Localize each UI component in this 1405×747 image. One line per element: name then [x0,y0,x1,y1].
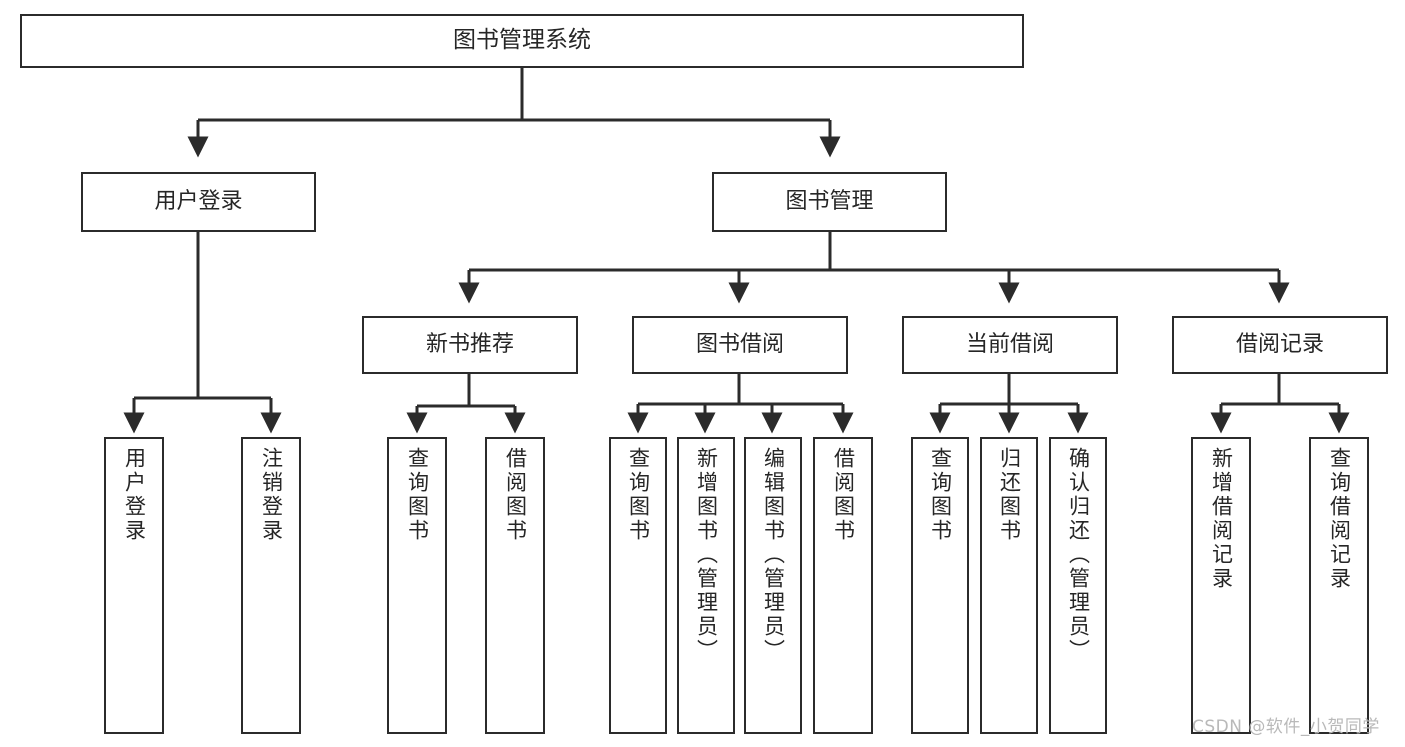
node-label: 查询借阅记录 [1327,447,1352,591]
node-user-login[interactable]: 用户登录 [81,172,316,232]
leaf-borrow-edit-book-admin[interactable]: 编辑图书（管理员） [744,437,802,734]
leaf-borrow-borrow-books[interactable]: 借阅图书 [813,437,873,734]
leaf-borrow-query-books[interactable]: 查询图书 [609,437,667,734]
leaf-user-login-login[interactable]: 用户登录 [104,437,164,734]
leaf-user-login-logout[interactable]: 注销登录 [241,437,301,734]
node-label: 查询图书 [405,447,430,543]
node-root-book-management-system[interactable]: 图书管理系统 [20,14,1024,68]
node-label: 用户登录 [122,447,147,543]
leaf-current-return-books[interactable]: 归还图书 [980,437,1038,734]
node-label: 借阅记录 [1235,331,1324,357]
node-label: 归还图书 [997,447,1022,543]
node-book-management[interactable]: 图书管理 [712,172,947,232]
node-label: 借阅图书 [503,447,528,543]
leaf-current-confirm-return-admin[interactable]: 确认归还（管理员） [1049,437,1107,734]
node-label: 新增图书（管理员） [694,447,719,663]
node-label: 图书管理系统 [453,27,591,54]
node-book-borrowing[interactable]: 图书借阅 [632,316,848,374]
leaf-new-book-query-books[interactable]: 查询图书 [387,437,447,734]
node-label: 用户登录 [154,188,243,214]
node-label: 查询图书 [626,447,651,543]
node-label: 当前借阅 [965,331,1054,357]
leaf-current-query-books[interactable]: 查询图书 [911,437,969,734]
leaf-borrow-add-book-admin[interactable]: 新增图书（管理员） [677,437,735,734]
node-label: 图书借阅 [695,331,784,357]
leaf-new-book-borrow-books[interactable]: 借阅图书 [485,437,545,734]
node-label: 确认归还（管理员） [1066,447,1091,663]
node-new-book-recommendation[interactable]: 新书推荐 [362,316,578,374]
node-current-borrowing[interactable]: 当前借阅 [902,316,1118,374]
node-label: 新增借阅记录 [1209,447,1234,591]
csdn-watermark: CSDN @软件_小贺同学 [1192,717,1380,737]
leaf-record-query-borrow-record[interactable]: 查询借阅记录 [1309,437,1369,734]
node-label: 编辑图书（管理员） [761,447,786,663]
leaf-record-add-borrow-record[interactable]: 新增借阅记录 [1191,437,1251,734]
node-label: 借阅图书 [831,447,856,543]
node-borrowing-records[interactable]: 借阅记录 [1172,316,1388,374]
node-label: 查询图书 [928,447,953,543]
node-label: 注销登录 [259,447,284,543]
node-label: 新书推荐 [425,331,514,357]
node-label: 图书管理 [785,188,874,214]
